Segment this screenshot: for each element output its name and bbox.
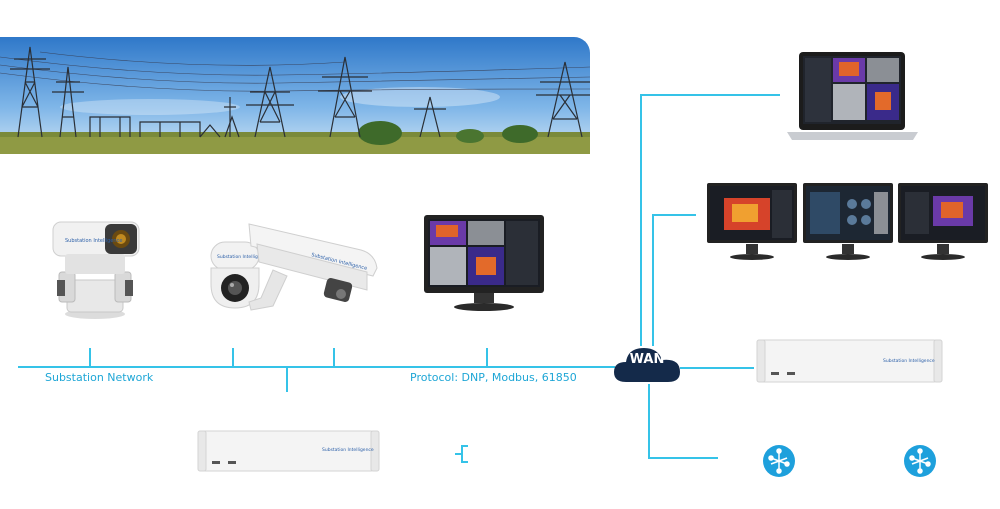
drop-camera-2 (232, 348, 234, 366)
wan-cloud-icon (614, 348, 680, 382)
remote-laptop (787, 52, 918, 140)
bracket-top (461, 445, 468, 447)
substation-server: Substation Intelligence (197, 430, 380, 472)
drop-monitor (486, 348, 488, 366)
drop-camera-1 (89, 348, 91, 366)
substation-photo-banner (0, 37, 590, 154)
wan-to-laptop-horizontal (640, 94, 780, 96)
control-monitor-3 (898, 183, 988, 260)
wan-to-nodes-vertical (648, 384, 650, 458)
wan-to-monitors-vertical (652, 214, 654, 346)
bullet-camera-housing: Substation Intelligence (248, 223, 378, 311)
dome-camera: Substation Intelligence (210, 241, 265, 309)
drop-server (286, 366, 288, 392)
wan-label: WAN (629, 352, 665, 367)
bracket-middle (455, 453, 462, 455)
camera-1-brand: Substation Intelligence (65, 238, 122, 244)
substation-monitor (424, 215, 544, 311)
wan-to-laptop-vertical (640, 94, 642, 346)
wan-to-monitors-horizontal (652, 214, 696, 216)
bracket-bottom (461, 461, 468, 463)
substation-network-bus (18, 366, 615, 368)
network-node-icon (763, 445, 795, 477)
server-1-brand: Substation Intelligence (322, 447, 374, 453)
remote-server: Substation Intelligence (756, 339, 943, 383)
server-2-brand: Substation Intelligence (883, 358, 935, 364)
camera-2-brand: Substation Intelligence (217, 254, 265, 260)
power-towers-image (0, 37, 590, 154)
substation-network-label: Substation Network (45, 371, 154, 384)
protocol-label: Protocol: DNP, Modbus, 61850 (410, 371, 577, 384)
wan-to-server-horizontal (680, 367, 754, 369)
control-monitor-1 (707, 183, 797, 260)
control-monitor-2 (803, 183, 893, 260)
ptz-thermal-camera: Substation Intelligence (52, 221, 140, 319)
drop-camera-3 (333, 348, 335, 366)
wan-to-nodes-horizontal (648, 457, 718, 459)
network-node-icon (904, 445, 936, 477)
